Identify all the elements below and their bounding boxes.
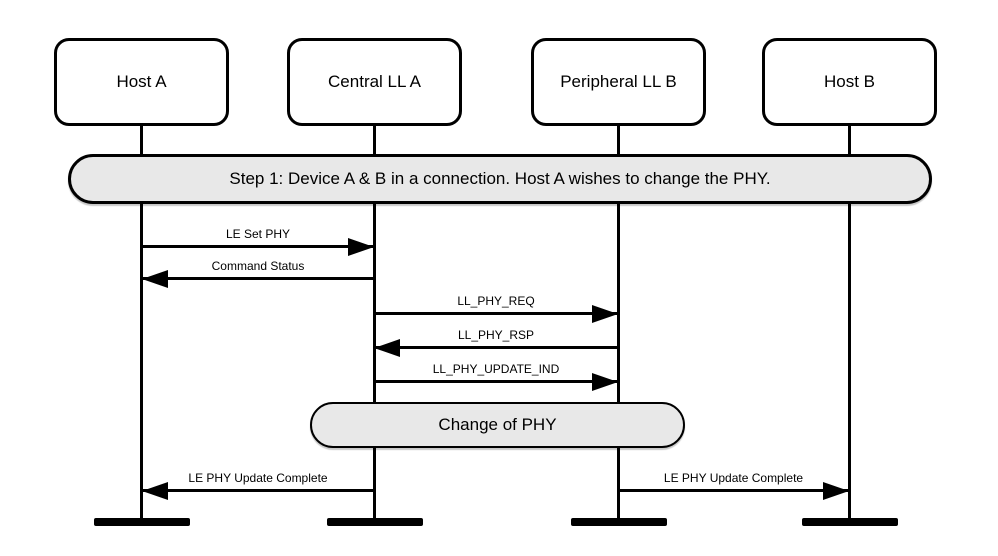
message-label: LL_PHY_RSP xyxy=(457,328,535,342)
message-line xyxy=(374,346,618,349)
lifeline-host-a xyxy=(140,125,143,523)
lifeline-peripheral-ll-b xyxy=(617,125,620,523)
lifeline-end-bar xyxy=(802,518,898,526)
message-label: LL_PHY_UPDATE_IND xyxy=(432,362,560,376)
actor-label: Host B xyxy=(823,72,876,91)
actor-box-central-ll-a: Central LL A xyxy=(287,38,462,126)
actor-label: Peripheral LL B xyxy=(560,72,677,91)
arrowhead-right-icon xyxy=(592,373,618,391)
message-label: LE PHY Update Complete xyxy=(663,471,804,485)
actor-label: Host A xyxy=(116,72,167,91)
lifeline-end-bar xyxy=(327,518,423,526)
message-label: LL_PHY_REQ xyxy=(457,294,535,308)
message-line xyxy=(142,245,374,248)
arrowhead-right-icon xyxy=(823,482,849,500)
arrowhead-right-icon xyxy=(592,305,618,323)
step-banner: Step 1: Device A & B in a connection. Ho… xyxy=(68,154,932,204)
actor-label: Central LL A xyxy=(328,72,421,91)
change-of-phy-banner: Change of PHY xyxy=(310,402,685,448)
message-line xyxy=(142,489,374,492)
lifeline-host-b xyxy=(848,125,851,523)
arrowhead-right-icon xyxy=(348,238,374,256)
message-line xyxy=(374,312,618,315)
actor-box-host-a: Host A xyxy=(54,38,229,126)
lifeline-end-bar xyxy=(94,518,190,526)
message-label: Command Status xyxy=(211,259,305,273)
message-line xyxy=(142,277,374,280)
lifeline-central-ll-a xyxy=(373,125,376,523)
message-line xyxy=(374,380,618,383)
arrowhead-left-icon xyxy=(142,270,168,288)
message-line xyxy=(618,489,849,492)
message-label: LE Set PHY xyxy=(225,227,291,241)
message-label: LE PHY Update Complete xyxy=(188,471,328,485)
actor-box-peripheral-ll-b: Peripheral LL B xyxy=(531,38,706,126)
change-of-phy-label: Change of PHY xyxy=(438,415,557,434)
arrowhead-left-icon xyxy=(142,482,168,500)
step-banner-label: Step 1: Device A & B in a connection. Ho… xyxy=(229,169,771,188)
actor-box-host-b: Host B xyxy=(762,38,937,126)
arrowhead-left-icon xyxy=(374,339,400,357)
lifeline-end-bar xyxy=(571,518,667,526)
